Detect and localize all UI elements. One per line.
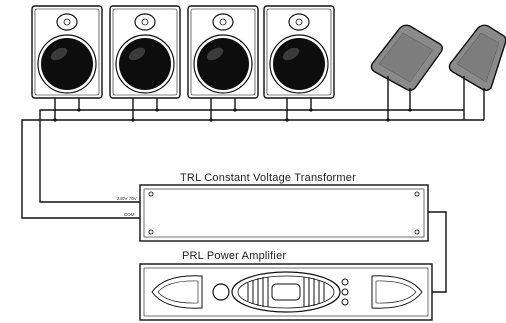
- box-speaker-1: [31, 5, 103, 106]
- box-speaker-4: [263, 5, 335, 106]
- panel-speaker-2: [448, 24, 506, 120]
- transformer-tap-top-label: 240V 70V: [117, 196, 137, 201]
- speaker-bus-b: [21, 119, 484, 219]
- transformer: [139, 184, 429, 242]
- junction-dots: [53, 108, 412, 122]
- amplifier-title: PRL Power Amplifier: [182, 250, 286, 262]
- wiring: [21, 106, 484, 293]
- box-speaker-2: [109, 5, 181, 106]
- speaker-bus-a: [39, 109, 464, 203]
- indicator-leds: [341, 278, 349, 306]
- amp-to-transformer-wire: [428, 211, 447, 293]
- right-handle: [371, 275, 423, 309]
- power-knob: [212, 283, 230, 301]
- power-amplifier: [139, 263, 433, 321]
- left-handle: [151, 275, 203, 309]
- front-grille: [231, 271, 341, 313]
- box-speaker-3: [187, 5, 259, 106]
- transformer-title: TRL Constant Voltage Transformer: [180, 172, 356, 184]
- transformer-tap-bottom-label: COM: [124, 212, 135, 217]
- panel-speaker-1: [370, 24, 443, 110]
